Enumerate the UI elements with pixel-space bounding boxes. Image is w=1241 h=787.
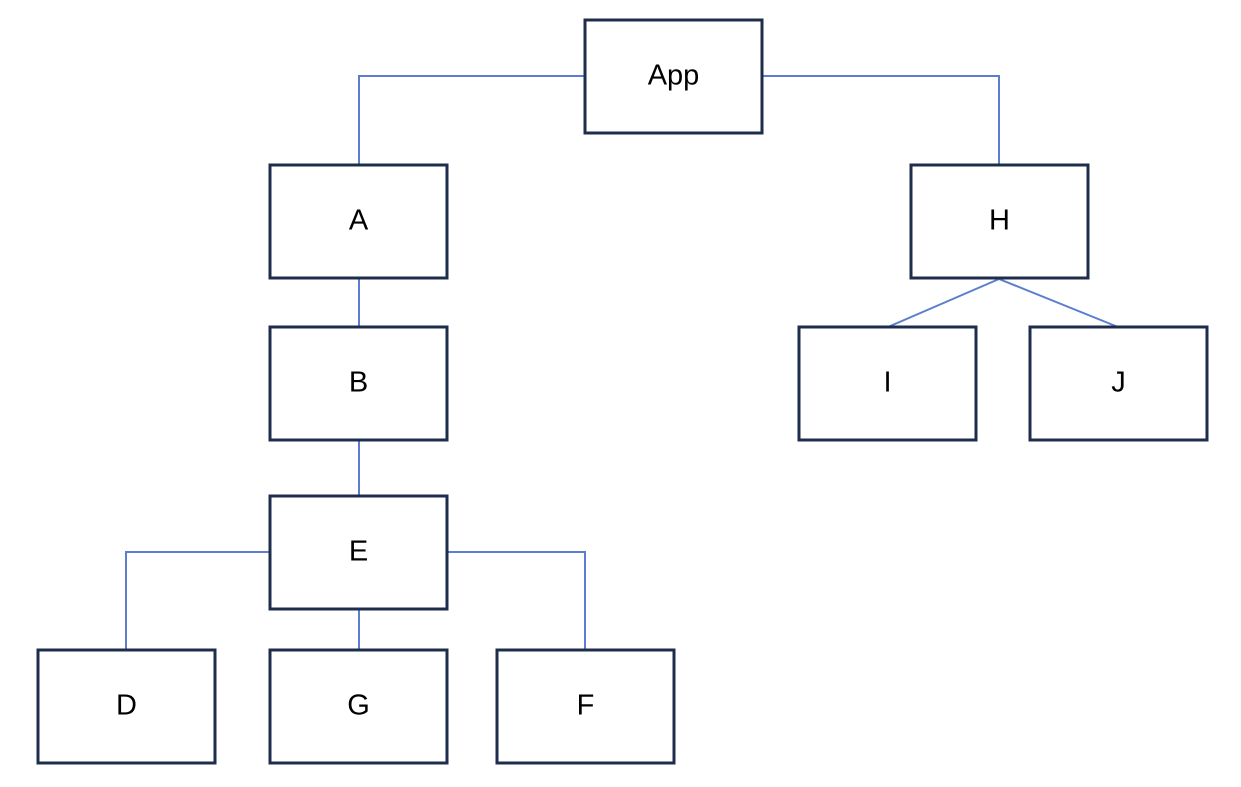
node-j[interactable]: J [1028, 325, 1209, 442]
node-app[interactable]: App [583, 18, 764, 135]
edge-h-i [887, 278, 1000, 328]
node-app-label: App [648, 60, 700, 92]
edge-h-j [998, 278, 1119, 328]
node-d-label: D [116, 690, 137, 722]
node-f-label: F [577, 690, 595, 722]
node-e-label: E [349, 536, 368, 568]
edge-e-f [447, 551, 586, 650]
node-h[interactable]: H [909, 163, 1090, 280]
node-d[interactable]: D [36, 648, 217, 765]
node-h-label: H [989, 205, 1010, 237]
edge-app-a [358, 75, 585, 165]
edge-app-h [762, 75, 1000, 165]
node-i[interactable]: I [797, 325, 978, 442]
node-b[interactable]: B [268, 325, 449, 442]
edge-e-d [125, 551, 270, 650]
node-j-label: J [1111, 367, 1126, 399]
node-e[interactable]: E [268, 494, 449, 611]
node-i-label: I [883, 367, 891, 399]
node-a[interactable]: A [268, 163, 449, 280]
connector-lines [125, 75, 1119, 650]
node-f[interactable]: F [495, 648, 676, 765]
node-g[interactable]: G [268, 648, 449, 765]
node-a-label: A [349, 205, 369, 237]
node-b-label: B [349, 367, 368, 399]
node-g-label: G [347, 690, 370, 722]
